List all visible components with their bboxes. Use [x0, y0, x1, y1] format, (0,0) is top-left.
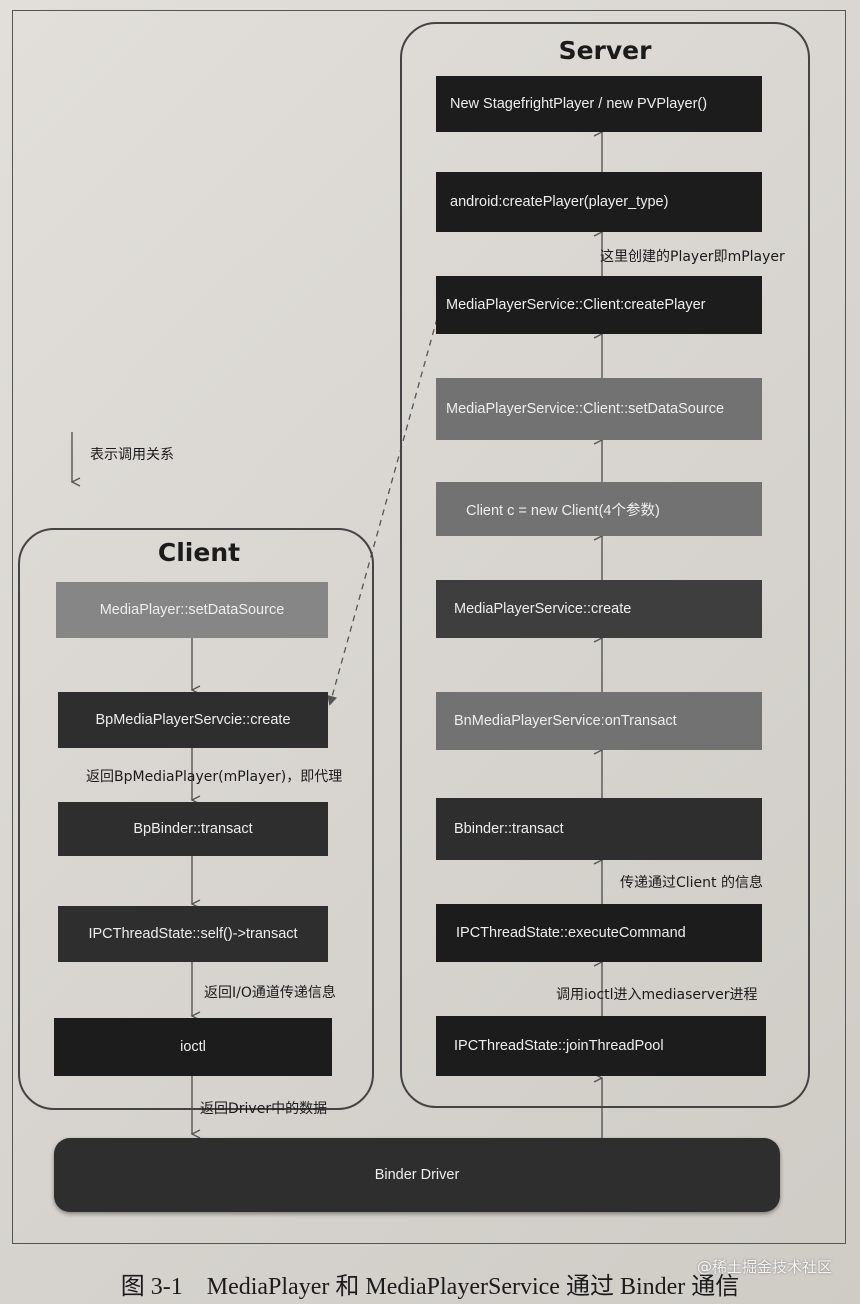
label-player-created: 这里创建的Player即mPlayer [600, 249, 785, 265]
watermark: @稀土掘金技术社区 [696, 1258, 832, 1276]
label-return-proxy: 返回BpMediaPlayer(mPlayer)，即代理 [86, 769, 343, 785]
server-box-client-createplayer: MediaPlayerService::Client:createPlayer [436, 276, 762, 334]
client-title: Client [157, 538, 241, 567]
figure-caption: 图 3-1 MediaPlayer 和 MediaPlayerService 通… [120, 1274, 740, 1300]
label-return-driver-data: 返回Driver中的数据 [200, 1101, 328, 1117]
server-title: Server [558, 36, 652, 65]
server-container [400, 22, 810, 1108]
client-box-bpbinder-transact: BpBinder::transact [58, 802, 328, 856]
legend-text: 表示调用关系 [90, 447, 174, 463]
client-box-ioctl: ioctl [54, 1018, 332, 1076]
server-box-create-player: android:createPlayer(player_type) [436, 172, 762, 232]
server-box-new-player: New StagefrightPlayer / new PVPlayer() [436, 76, 762, 132]
binder-driver-box: Binder Driver [54, 1138, 780, 1212]
diagram-frame [12, 10, 846, 1244]
server-box-client-setdatasource: MediaPlayerService::Client::setDataSourc… [436, 378, 762, 440]
label-return-io: 返回I/O通道传递信息 [204, 985, 336, 1001]
label-ioctl-enter: 调用ioctl进入mediaserver进程 [556, 987, 758, 1003]
server-box-new-client: Client c = new Client(4个参数) [436, 482, 762, 536]
server-box-ontransact: BnMediaPlayerService:onTransact [436, 692, 762, 750]
server-box-executecommand: IPCThreadState::executeCommand [436, 904, 762, 962]
label-pass-client-info: 传递通过Client 的信息 [620, 875, 763, 891]
client-box-setdatasource: MediaPlayer::setDataSource [56, 582, 328, 638]
client-box-ipc-transact: IPCThreadState::self()->transact [58, 906, 328, 962]
arrow-dashed-cross [327, 307, 441, 706]
client-box-bpmediaplayerservice-create: BpMediaPlayerServcie::create [58, 692, 328, 748]
server-box-service-create: MediaPlayerService::create [436, 580, 762, 638]
server-box-bbinder-transact: Bbinder::transact [436, 798, 762, 860]
server-box-jointhreadpool: IPCThreadState::joinThreadPool [436, 1016, 766, 1076]
client-container [18, 528, 374, 1110]
